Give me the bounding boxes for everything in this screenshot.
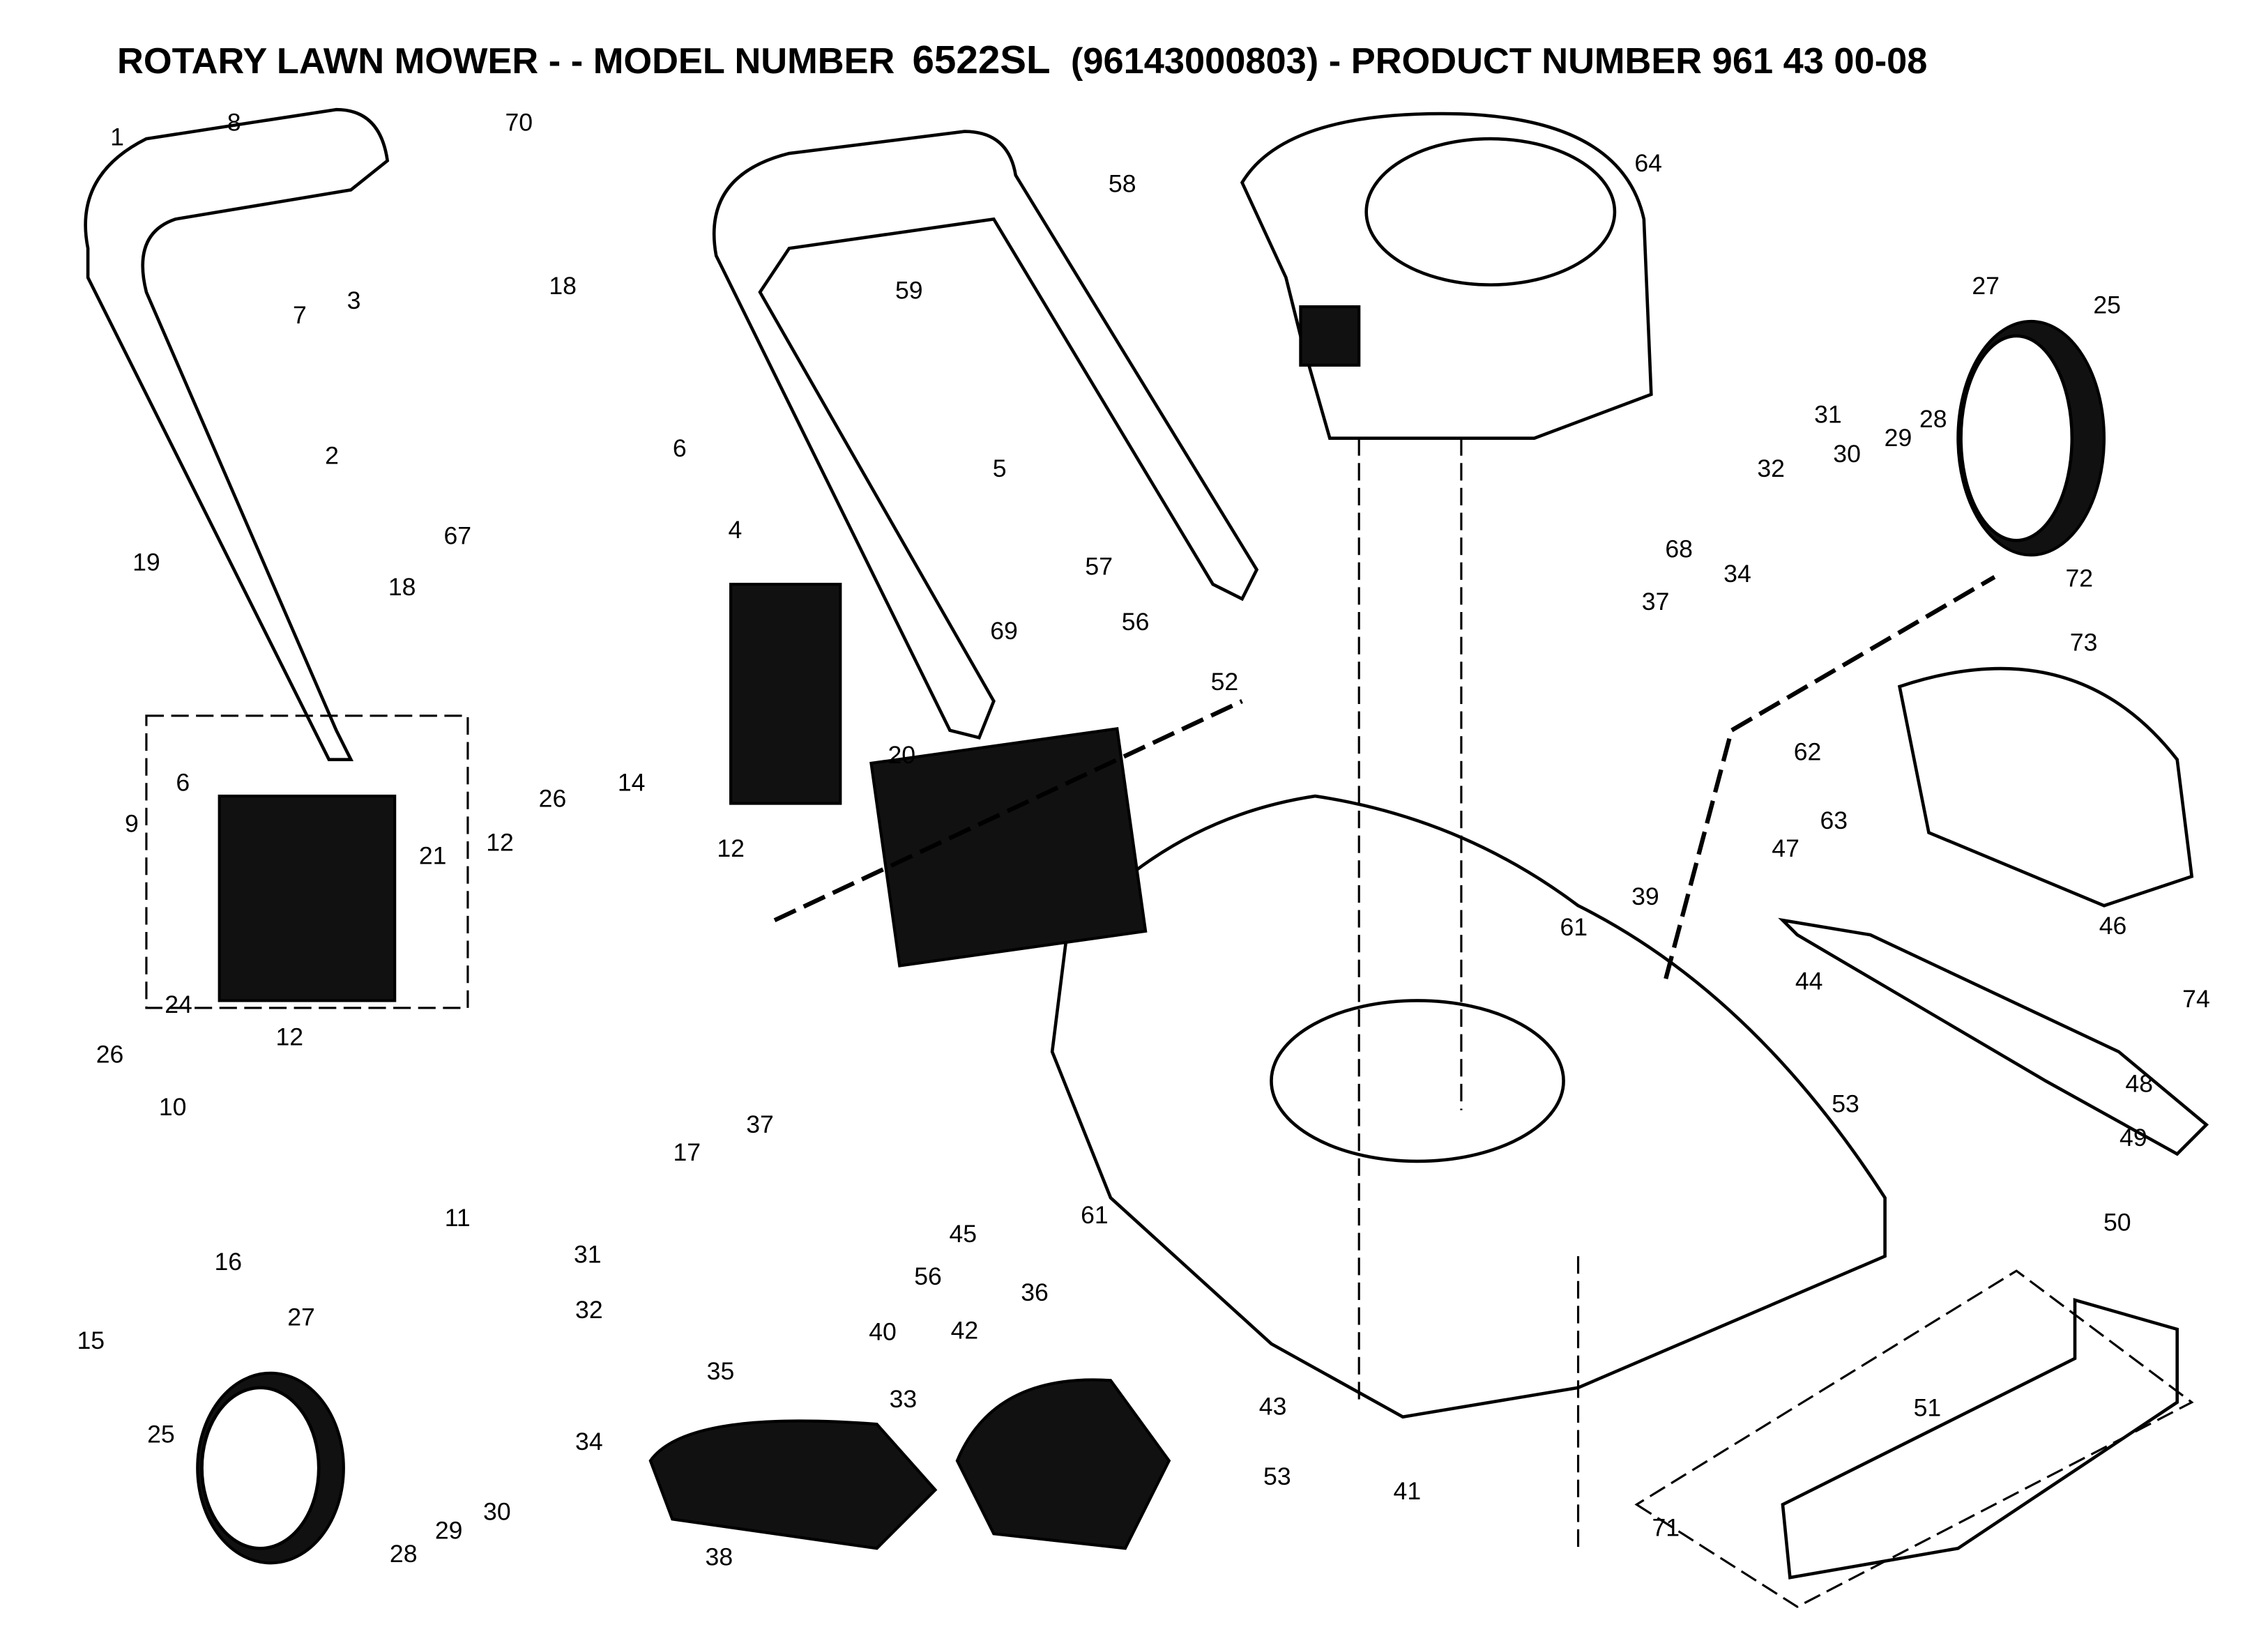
part-callout-6: 6 (176, 769, 190, 797)
part-callout-24: 24 (165, 991, 192, 1018)
part-callout-69: 69 (990, 617, 1018, 645)
part-callout-43: 43 (1259, 1393, 1287, 1421)
part-callout-15: 15 (77, 1327, 105, 1354)
part-callout-25: 25 (2093, 291, 2121, 319)
part-callout-52: 52 (1211, 668, 1239, 696)
wheels (196, 319, 2106, 1565)
part-callout-57: 57 (1085, 553, 1113, 581)
part-callout-63: 63 (1820, 806, 1848, 834)
part-callout-45: 45 (950, 1220, 977, 1248)
part-callout-53: 53 (1263, 1462, 1291, 1490)
part-callout-35: 35 (707, 1357, 735, 1385)
part-callout-74: 74 (2182, 985, 2210, 1013)
part-callout-59: 59 (895, 277, 923, 305)
part-callout-61: 61 (1081, 1201, 1109, 1229)
discharge-chutes (648, 1378, 1171, 1550)
part-callout-32: 32 (575, 1296, 603, 1324)
part-callout-12: 12 (275, 1023, 303, 1050)
part-callout-56: 56 (914, 1262, 942, 1290)
part-callout-47: 47 (1772, 834, 1799, 862)
part-callout-28: 28 (390, 1540, 418, 1568)
mower-deck (1050, 794, 1887, 1419)
part-callout-19: 19 (132, 548, 160, 576)
engine (1240, 112, 1653, 440)
upper-handle (712, 130, 1259, 740)
part-callout-50: 50 (2103, 1208, 2131, 1236)
part-callout-44: 44 (1795, 968, 1823, 995)
part-callout-72: 72 (2066, 564, 2094, 592)
part-callout-33: 33 (890, 1385, 918, 1413)
part-callout-62: 62 (1794, 738, 1822, 766)
part-callout-48: 48 (2125, 1069, 2153, 1097)
part-callout-25: 25 (147, 1420, 175, 1448)
part-callout-68: 68 (1665, 535, 1693, 563)
part-callout-10: 10 (159, 1093, 187, 1121)
part-callout-39: 39 (1631, 882, 1659, 910)
part-callout-49: 49 (2119, 1124, 2147, 1152)
part-callout-29: 29 (435, 1517, 463, 1545)
part-callout-4: 4 (729, 516, 743, 544)
part-callout-21: 21 (419, 841, 447, 869)
part-callout-41: 41 (1394, 1477, 1422, 1505)
part-callout-27: 27 (287, 1304, 315, 1331)
part-callout-26: 26 (96, 1040, 124, 1068)
part-callout-36: 36 (1021, 1278, 1049, 1306)
assembly-lines (145, 438, 2194, 1608)
part-callout-34: 34 (1723, 560, 1751, 588)
part-callout-64: 64 (1634, 149, 1662, 177)
part-callout-46: 46 (2099, 912, 2127, 940)
part-callout-38: 38 (706, 1543, 733, 1570)
part-callout-20: 20 (888, 741, 916, 769)
part-callout-28: 28 (1919, 405, 1947, 433)
part-callout-32: 32 (1757, 454, 1785, 482)
part-callout-58: 58 (1109, 170, 1136, 198)
part-callout-51: 51 (1914, 1394, 1942, 1422)
blade-and-mulch (1778, 666, 2209, 1580)
part-callout-31: 31 (574, 1241, 602, 1269)
part-callout-17: 17 (673, 1138, 701, 1166)
part-callout-16: 16 (214, 1248, 242, 1276)
part-callout-37: 37 (1642, 588, 1670, 616)
part-callout-27: 27 (1972, 272, 2000, 300)
part-callout-37: 37 (746, 1110, 774, 1138)
part-callout-30: 30 (1833, 440, 1861, 468)
part-callout-73: 73 (2070, 629, 2098, 657)
part-callout-12: 12 (717, 834, 745, 862)
part-callout-1: 1 (110, 123, 124, 151)
part-callout-8: 8 (227, 109, 241, 137)
part-callout-70: 70 (505, 109, 533, 137)
part-callout-26: 26 (539, 785, 567, 813)
part-callout-30: 30 (483, 1497, 511, 1525)
part-callout-61: 61 (1560, 913, 1588, 941)
part-callout-6: 6 (673, 434, 687, 462)
part-callout-56: 56 (1122, 608, 1150, 636)
part-callout-18: 18 (388, 573, 416, 601)
part-callout-42: 42 (951, 1317, 979, 1345)
part-callout-14: 14 (618, 769, 646, 797)
part-callout-2: 2 (325, 441, 339, 469)
part-callout-18: 18 (549, 272, 577, 300)
part-callout-71: 71 (1652, 1513, 1680, 1541)
part-callout-67: 67 (443, 522, 471, 550)
part-callout-3: 3 (347, 286, 361, 314)
part-callout-53: 53 (1832, 1090, 1859, 1118)
part-callout-11: 11 (445, 1204, 471, 1232)
part-callout-9: 9 (125, 809, 139, 837)
part-callout-31: 31 (1814, 401, 1842, 429)
part-callout-5: 5 (993, 454, 1007, 482)
part-callout-7: 7 (293, 301, 307, 329)
grass-bag-frame (218, 583, 1148, 1002)
part-callout-40: 40 (869, 1318, 897, 1346)
part-callout-29: 29 (1885, 424, 1912, 452)
part-callout-34: 34 (575, 1428, 603, 1455)
part-callout-12: 12 (486, 829, 514, 857)
lower-handle (84, 107, 390, 761)
